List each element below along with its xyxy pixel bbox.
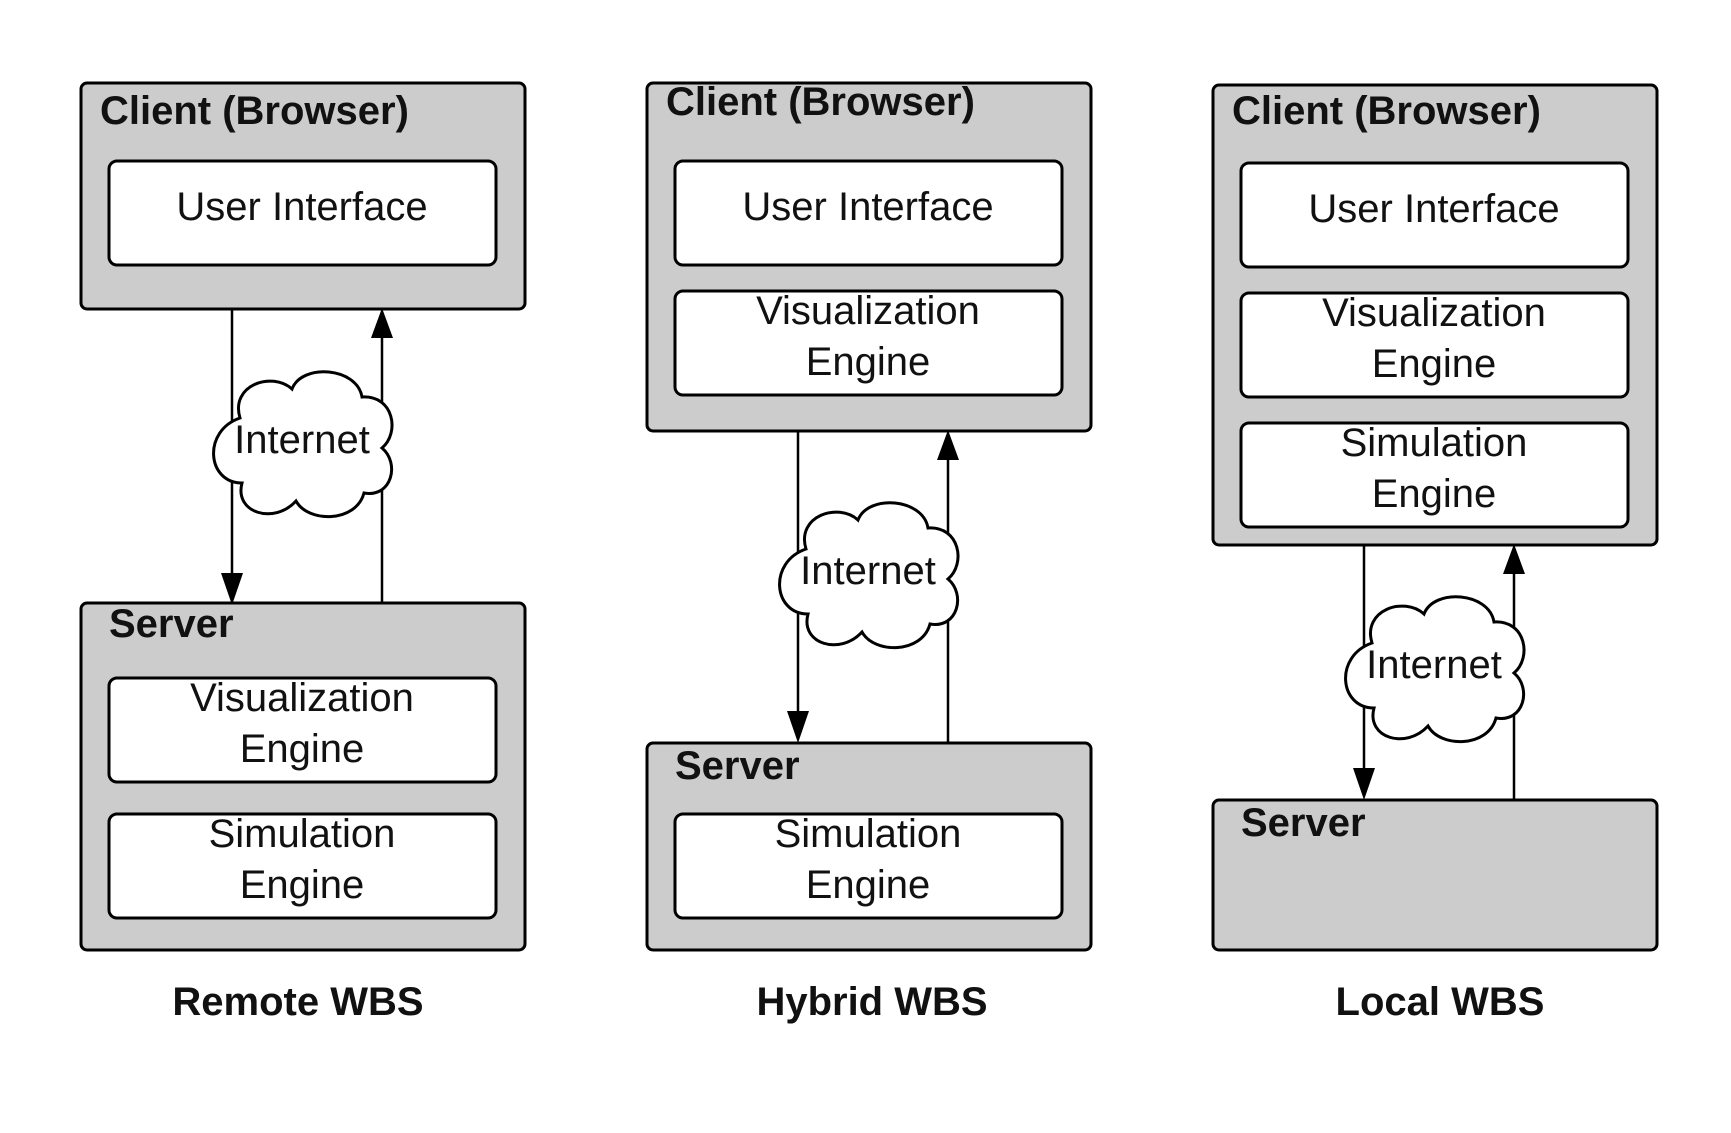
module-label-line-2: Engine (806, 340, 931, 384)
module-simulation-engine: Simulation Engine (107, 812, 498, 920)
server-panel: Server Simulation Engine (645, 741, 1093, 952)
client-panel: Client (Browser) User Interface Visualiz… (1211, 83, 1659, 547)
module-visualization-engine: Visualization Engine (1239, 291, 1630, 399)
module-label: User Interface (742, 185, 993, 229)
module-user-interface: User Interface (673, 159, 1064, 267)
module-user-interface: User Interface (107, 159, 498, 267)
architecture-caption: Local WBS (1336, 980, 1545, 1024)
client-title: Client (Browser) (1232, 89, 1541, 133)
client-panel: Client (Browser) User Interface (79, 81, 527, 311)
arrow-up-icon (371, 308, 393, 338)
server-title: Server (109, 602, 234, 646)
internet-cloud: Internet (778, 501, 960, 650)
local-wbs-group: Client (Browser) User Interface Visualiz… (1211, 83, 1659, 1024)
client-title: Client (Browser) (666, 80, 975, 124)
internet-label: Internet (1366, 643, 1502, 687)
module-label-line-2: Engine (806, 863, 931, 907)
internet-label: Internet (234, 418, 370, 462)
client-title: Client (Browser) (100, 89, 409, 133)
hybrid-wbs-group: Client (Browser) User Interface Visualiz… (645, 80, 1093, 1024)
module-label-line-2: Engine (240, 727, 365, 771)
module-label-line-1: Visualization (190, 676, 414, 720)
module-label-line-1: Simulation (209, 812, 396, 856)
module-visualization-engine: Visualization Engine (673, 289, 1064, 397)
remote-wbs-group: Client (Browser) User Interface Internet… (79, 81, 527, 1024)
module-simulation-engine: Simulation Engine (1239, 421, 1630, 529)
internet-label: Internet (800, 549, 936, 593)
module-label-line-1: Simulation (1341, 421, 1528, 465)
module-user-interface: User Interface (1239, 161, 1630, 269)
module-label: User Interface (1308, 187, 1559, 231)
module-label-line-2: Engine (240, 863, 365, 907)
server-panel: Server (1211, 798, 1659, 952)
server-panel: Server Visualization Engine Simulation E… (79, 601, 527, 952)
internet-cloud: Internet (212, 370, 394, 519)
client-panel: Client (Browser) User Interface Visualiz… (645, 80, 1093, 433)
architecture-caption: Hybrid WBS (756, 980, 987, 1024)
module-visualization-engine: Visualization Engine (107, 676, 498, 784)
server-title: Server (675, 744, 800, 788)
server-title: Server (1241, 801, 1366, 845)
arrow-down-icon (221, 573, 243, 605)
module-simulation-engine: Simulation Engine (673, 812, 1064, 920)
arrow-down-icon (787, 711, 809, 743)
arrow-down-icon (1353, 768, 1375, 800)
module-label-line-1: Simulation (775, 812, 962, 856)
arrow-up-icon (937, 430, 959, 460)
internet-cloud: Internet (1344, 595, 1526, 744)
arrow-up-icon (1503, 544, 1525, 574)
module-label-line-1: Visualization (756, 289, 980, 333)
module-label-line-1: Visualization (1322, 291, 1546, 335)
module-label-line-2: Engine (1372, 342, 1497, 386)
architecture-caption: Remote WBS (172, 980, 423, 1024)
module-label-line-2: Engine (1372, 472, 1497, 516)
module-label: User Interface (176, 185, 427, 229)
